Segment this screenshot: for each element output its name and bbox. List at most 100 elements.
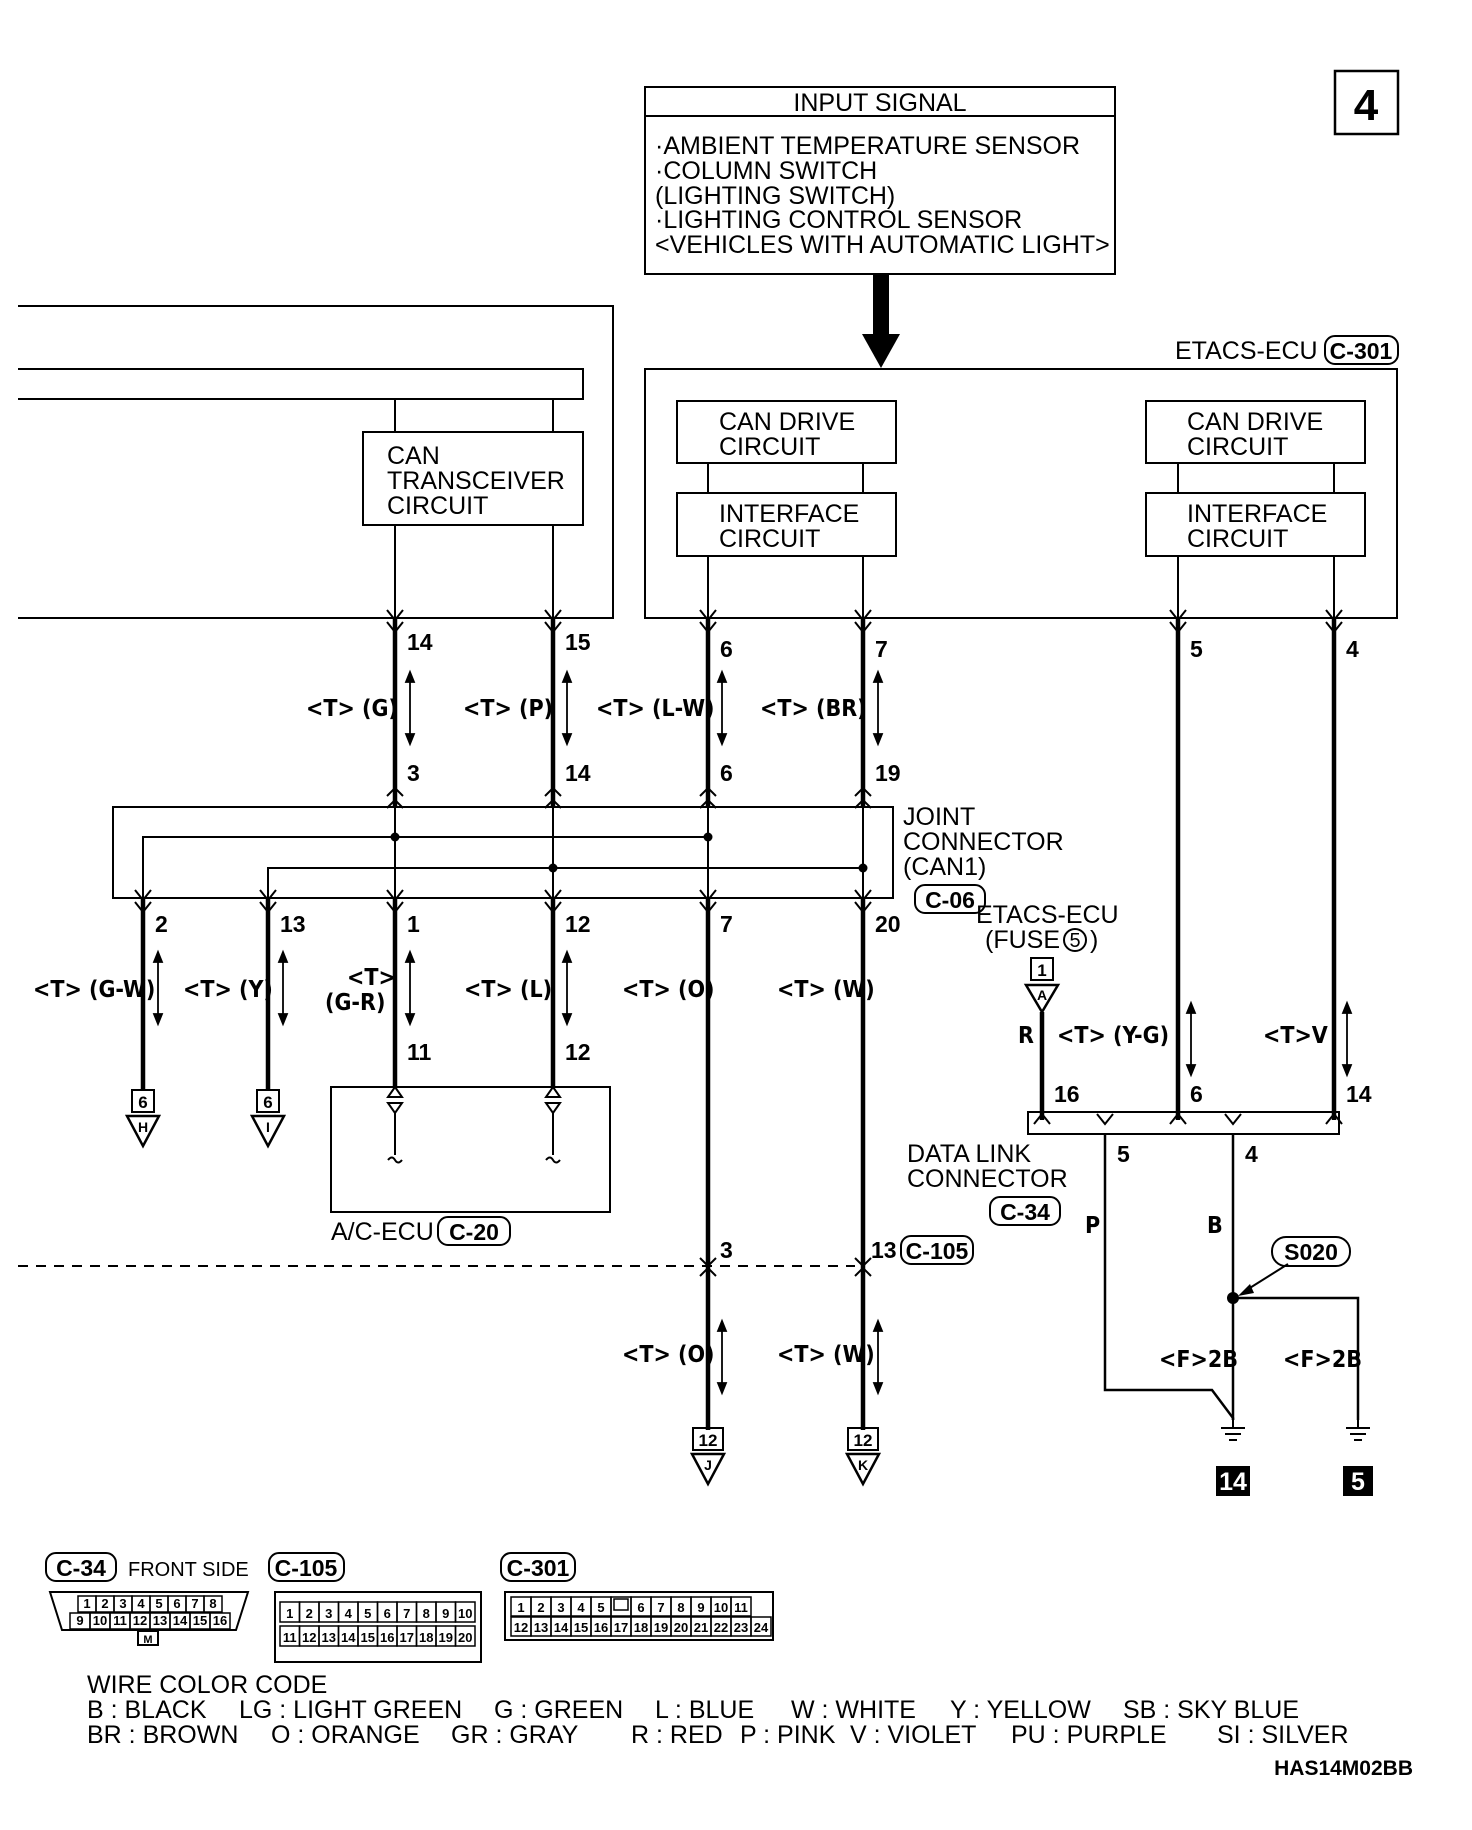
connector-view-name: C-34 <box>56 1555 106 1581</box>
legend-entry: LG : LIGHT GREEN <box>239 1696 462 1724</box>
pin-label: 14 <box>565 760 591 786</box>
page-number: 4 <box>1333 69 1400 136</box>
upper-wires <box>386 525 1343 1120</box>
ground-icon <box>1221 1420 1245 1441</box>
pin-label: 12 <box>565 1039 591 1065</box>
ref-number: 12 <box>854 1431 873 1450</box>
input-signal-line: ·COLUMN SWITCH <box>655 157 877 185</box>
connector-pin-number: 19 <box>654 1620 668 1635</box>
connector-pin-number: 17 <box>614 1620 628 1635</box>
legend-entry: P : PINK <box>740 1721 836 1749</box>
can-transceiver-circuit: CAN TRANSCEIVER CIRCUIT <box>362 431 584 526</box>
signal-label: P <box>1085 1213 1100 1239</box>
signal-label: (G-R) <box>325 990 385 1016</box>
input-signal-line: ·AMBIENT TEMPERATURE SENSOR <box>655 132 1080 160</box>
connector-pin-number: 2 <box>537 1600 544 1615</box>
connector-pin-number: 2 <box>306 1606 313 1621</box>
can-transceiver-label: TRANSCEIVER <box>387 467 565 495</box>
connector-cell <box>209 1612 231 1630</box>
pin-label: 1 <box>407 911 420 937</box>
connector-pin-number: 10 <box>458 1606 472 1621</box>
reference-terminal-k: 12 K <box>844 1427 882 1487</box>
pin-label: 14 <box>1346 1081 1372 1107</box>
pin-label: 4 <box>1346 636 1359 662</box>
signal-label: <T> (W) <box>777 977 875 1003</box>
connector-pin-number: 3 <box>119 1596 126 1611</box>
pin-label: 6 <box>720 636 733 662</box>
connector-view-caption: FRONT SIDE <box>128 1559 249 1581</box>
connector-latch <box>613 1598 629 1611</box>
pin-label: 16 <box>1054 1081 1080 1107</box>
lower-wires: 2 13 1 12 7 20 <T> (G-W) <T> (Y) <T> (G-… <box>33 889 901 1430</box>
data-link-connector: 16 6 14 5 4 DATA LINK CONNECTOR C-34 <box>907 1081 1372 1226</box>
connector-pin-number: 21 <box>694 1620 708 1635</box>
splice-s020: S020 <box>1238 1236 1351 1296</box>
etacs-fuse-feed: ETACS-ECU (FUSE 5 ) 1 A R <T> (Y-G) <T>V <box>976 901 1328 1120</box>
interface-label: INTERFACE <box>1187 500 1327 528</box>
legend-entry: SI : SILVER <box>1217 1721 1349 1749</box>
legend-title: WIRE COLOR CODE <box>87 1671 327 1699</box>
reference-terminal-j: 12 J <box>689 1427 727 1487</box>
data-link-label: DATA LINK <box>907 1140 1031 1168</box>
connector-pin-number: 17 <box>400 1630 414 1645</box>
input-signal-box: INPUT SIGNAL ·AMBIENT TEMPERATURE SENSOR… <box>644 86 1116 275</box>
connector-cell <box>203 1595 223 1613</box>
pin-label: 4 <box>1245 1141 1258 1167</box>
ref-letter: K <box>858 1457 868 1473</box>
connector-pin-number: 4 <box>345 1606 353 1621</box>
connector-pin-number: 15 <box>361 1630 375 1645</box>
ac-ecu-connector: C-20 <box>449 1219 499 1245</box>
etacs-fuse-label: (FUSE <box>985 926 1060 954</box>
connector-pin-number: 12 <box>514 1620 528 1635</box>
connector-cell <box>750 1616 772 1637</box>
joint-connector-label: (CAN1) <box>903 853 986 881</box>
can-drive-label: CIRCUIT <box>719 433 820 461</box>
signal-label: <F>2B <box>1159 1347 1238 1373</box>
interface-label: CIRCUIT <box>719 525 820 553</box>
ref-number: 12 <box>699 1431 718 1450</box>
ref-letter: H <box>138 1119 148 1135</box>
ref-number: 6 <box>263 1093 272 1112</box>
bidirectional-arrow-icons <box>152 669 1353 1396</box>
etacs-fuse-label: ETACS-ECU <box>976 901 1119 929</box>
connector-pin-number: 13 <box>534 1620 548 1635</box>
connector-pin-number: 23 <box>734 1620 748 1635</box>
can-transceiver-label: CAN <box>387 442 440 470</box>
pin-label: 15 <box>565 629 591 655</box>
pin-label: 6 <box>720 760 733 786</box>
diagram-code: HAS14M02BB <box>1274 1757 1413 1780</box>
can-drive-label: CIRCUIT <box>1187 433 1288 461</box>
left-ecu-box <box>18 305 614 619</box>
data-link-connector-id: C-34 <box>1000 1199 1050 1225</box>
connector-pin-number: 14 <box>173 1613 188 1628</box>
input-signal-line: <VEHICLES WITH AUTOMATIC LIGHT> <box>655 231 1110 259</box>
connector-pin-number: 6 <box>637 1600 644 1615</box>
connector-pin-number: 20 <box>458 1630 472 1645</box>
signal-label: <T> <box>347 965 396 991</box>
connector-pin-number: 6 <box>384 1606 391 1621</box>
connector-cell <box>730 1596 752 1617</box>
connector-pin-number: 14 <box>554 1620 569 1635</box>
pin-label: 2 <box>155 911 168 937</box>
signal-label: <T> (G) <box>306 696 398 722</box>
signal-label: R <box>1018 1023 1034 1049</box>
joint-connector-id: C-06 <box>925 887 975 913</box>
signal-label: <T> (Y) <box>183 977 273 1003</box>
data-link-label: CONNECTOR <box>907 1165 1068 1193</box>
input-signal-line: (LIGHTING SWITCH) <box>655 182 895 210</box>
legend-entry: SB : SKY BLUE <box>1123 1696 1299 1724</box>
upper-signal-labels: <T> (G) <T> (P) <T> (L-W) <T> (BR) <box>306 696 867 722</box>
legend-entry: R : RED <box>631 1721 723 1749</box>
can-transceiver-label: CIRCUIT <box>387 492 488 520</box>
pin-label: 20 <box>875 911 901 937</box>
signal-label: <T>V <box>1263 1023 1328 1049</box>
signal-label: <T> (O) <box>622 1342 715 1368</box>
legend-entry: O : ORANGE <box>271 1721 420 1749</box>
ac-ecu-box: A/C-ECU C-20 <box>330 1085 611 1246</box>
pin-label: 5 <box>1190 636 1203 662</box>
connector-pin-number: 11 <box>734 1600 748 1615</box>
